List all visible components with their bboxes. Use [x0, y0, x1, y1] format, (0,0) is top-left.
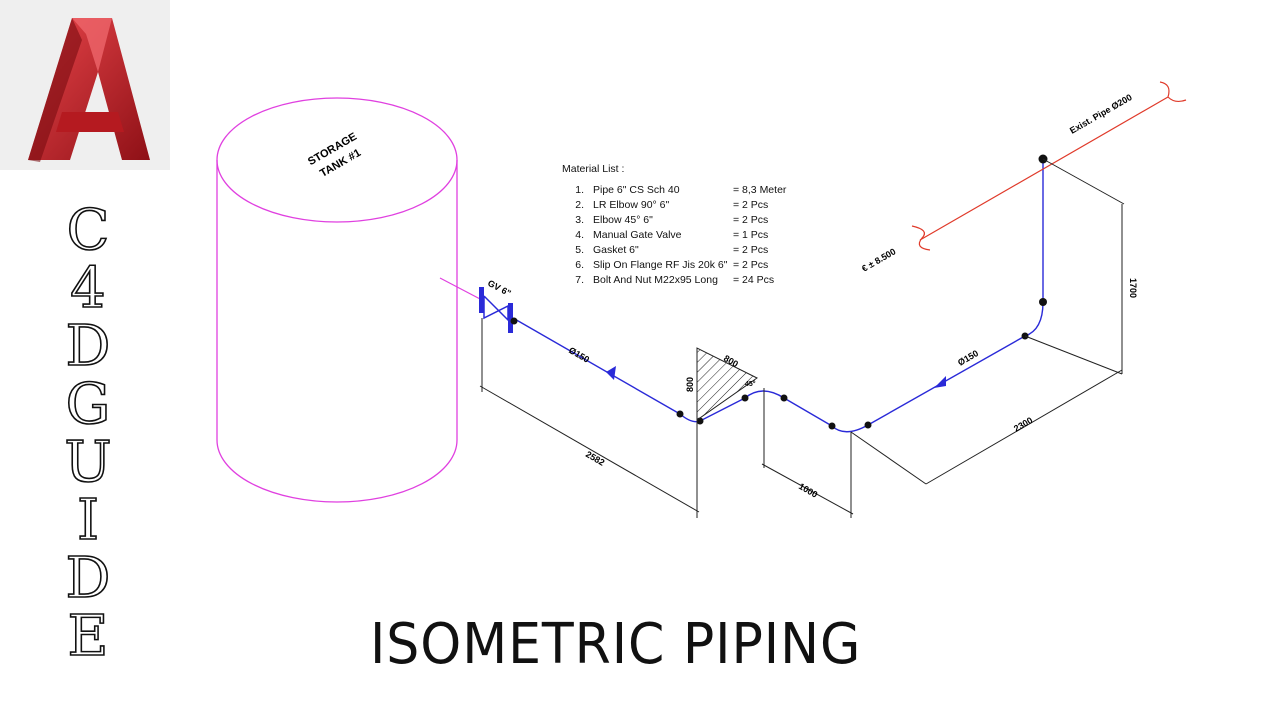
existing-pipe-label: Exist. Pipe Ø200	[1068, 92, 1134, 136]
tank-nozzle	[439, 277, 483, 301]
item-quantity: = 2 Pcs	[733, 214, 769, 226]
brand-letter: U	[64, 430, 113, 495]
item-quantity: = 24 Pcs	[733, 274, 775, 286]
item-description: Manual Gate Valve	[593, 229, 682, 241]
offset-hatch	[696, 347, 758, 421]
pipe-size-label: Ø150	[567, 345, 591, 365]
storage-tank: STORAGE TANK #1	[216, 97, 458, 503]
item-number: 5.	[575, 244, 584, 256]
weld-points	[510, 154, 1048, 430]
angle-label: 45°	[745, 380, 756, 388]
item-number: 3.	[575, 214, 584, 226]
item-description: Elbow 45° 6"	[593, 214, 653, 226]
material-list: Material List : 1. Pipe 6" CS Sch 40 = 8,3…	[562, 163, 823, 288]
dimension-label: 1700	[1128, 278, 1138, 298]
material-list-heading: Material List :	[562, 163, 625, 175]
material-list-item: 1. Pipe 6" CS Sch 40 = 8,3 Meter	[562, 183, 823, 198]
elevation-label: € ± 8.500	[860, 246, 897, 273]
tank-bottom	[216, 439, 458, 503]
brand-letter: D	[65, 546, 112, 611]
brand-letter: D	[65, 314, 112, 379]
brand-letter: C	[66, 198, 110, 263]
dimension-label: 2300	[1012, 415, 1034, 434]
dimension-lines	[479, 158, 1125, 518]
material-list-item: 7. Bolt And Nut M22x95 Long = 24 Pcs	[562, 273, 823, 288]
material-list-item: 4. Manual Gate Valve = 1 Pcs	[562, 228, 823, 243]
gate-valve-icon: GV 6"	[479, 278, 513, 333]
item-quantity: = 2 Pcs	[733, 244, 769, 256]
item-description: Slip On Flange RF Jis 20k 6"	[593, 259, 728, 271]
item-number: 7.	[575, 274, 584, 286]
brand-vertical-text: C 4 D G U I D E	[58, 198, 118, 669]
item-quantity: = 8,3 Meter	[733, 184, 787, 196]
flow-arrow-icon	[934, 376, 946, 388]
item-number: 6.	[575, 259, 584, 271]
material-list-item: 2. LR Elbow 90° 6" = 2 Pcs	[562, 198, 823, 213]
dimension-label: 2582	[584, 449, 606, 468]
brand-letter: 4	[69, 256, 106, 321]
material-list-item: 3. Elbow 45° 6" = 2 Pcs	[562, 213, 823, 228]
brand-letter: E	[67, 604, 109, 669]
item-number: 1.	[575, 184, 584, 196]
item-number: 4.	[575, 229, 584, 241]
item-quantity: = 1 Pcs	[733, 229, 769, 241]
material-list-item: 5. Gasket 6" = 2 Pcs	[562, 243, 823, 258]
item-quantity: = 2 Pcs	[733, 199, 769, 211]
autocad-logo-icon	[28, 18, 150, 162]
item-description: LR Elbow 90° 6"	[593, 199, 670, 211]
item-quantity: = 2 Pcs	[733, 259, 769, 271]
autocad-logo	[0, 0, 170, 170]
item-description: Bolt And Nut M22x95 Long	[593, 274, 718, 286]
item-description: Gasket 6"	[593, 244, 639, 256]
offset-dim-label: 800	[685, 377, 695, 392]
brand-letter: I	[76, 488, 100, 553]
material-list-item: 6. Slip On Flange RF Jis 20k 6" = 2 Pcs	[562, 258, 823, 273]
item-number: 2.	[575, 199, 584, 211]
page-title: ISOMETRIC PIPING	[370, 612, 862, 677]
flow-arrow-icon	[606, 366, 616, 380]
pipe-size-label: Ø150	[956, 348, 980, 368]
valve-label: GV 6"	[486, 278, 513, 298]
dimension-label: 1000	[797, 481, 819, 500]
existing-pipe	[911, 81, 1187, 251]
item-description: Pipe 6" CS Sch 40	[593, 184, 680, 196]
brand-letter: G	[65, 372, 111, 437]
